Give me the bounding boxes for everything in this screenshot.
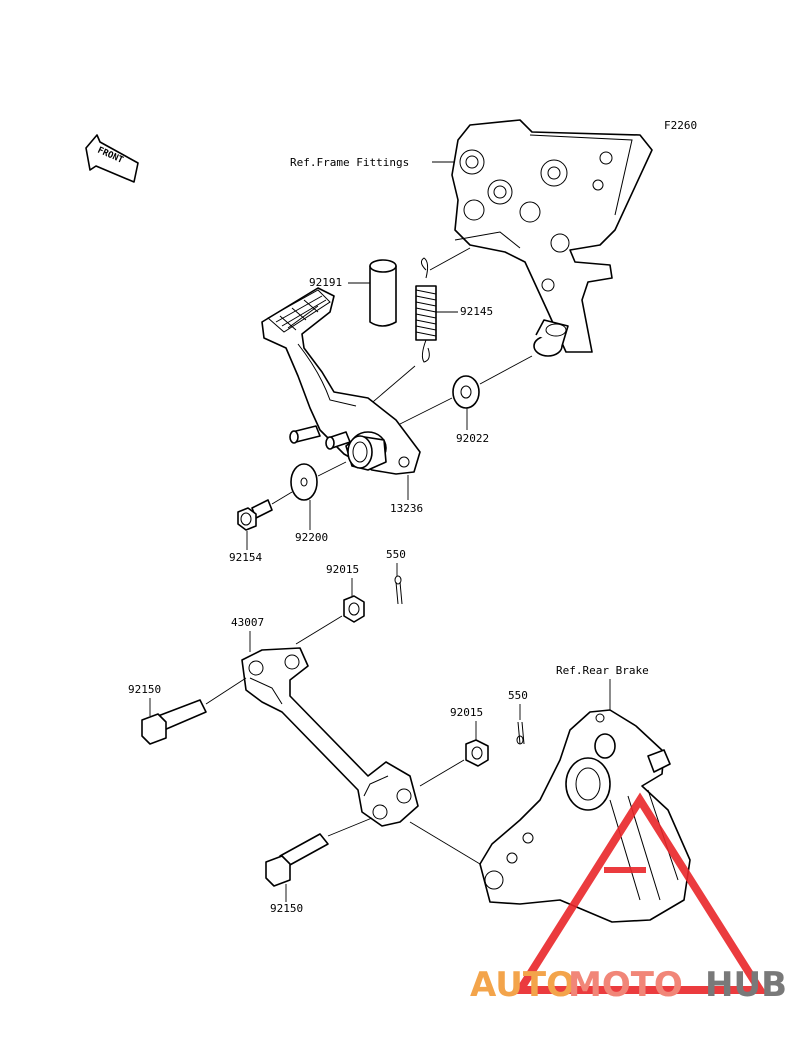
bolt-92150-a [141, 699, 207, 745]
watermark-triangle-icon [512, 792, 768, 994]
part-92150-b: 92150 [270, 902, 303, 915]
brake-rod-43007 [241, 647, 419, 827]
part-43007: 43007 [231, 616, 264, 629]
sleeve-92191 [369, 259, 397, 327]
frame-fitting [451, 119, 653, 357]
watermark-hub: HUB [705, 965, 787, 1005]
part-92191: 92191 [309, 276, 342, 289]
part-92150-a: 92150 [128, 683, 161, 696]
spring-92145 [415, 257, 437, 363]
cotter-pin-550-a [394, 575, 403, 605]
part-550-b: 550 [508, 689, 528, 702]
washer-92022 [452, 375, 480, 409]
watermark-logo: AUTO MOTO HUB [470, 792, 787, 1005]
watermark-auto: AUTO [470, 965, 575, 1005]
washer-92200 [290, 463, 318, 501]
ref-frame-label: Ref.Frame Fittings [290, 156, 409, 169]
part-92145: 92145 [460, 305, 493, 318]
bolt-92150-b [265, 833, 329, 887]
nut-92015-b [465, 739, 489, 767]
part-92154: 92154 [229, 551, 262, 564]
ref-brake-label: Ref.Rear Brake [556, 664, 649, 677]
nut-92015-a [343, 595, 365, 623]
part-92022: 92022 [456, 432, 489, 445]
part-92015-a: 92015 [326, 563, 359, 576]
part-550-a: 550 [386, 548, 406, 561]
watermark-moto: MOTO [568, 965, 683, 1005]
front-arrow-icon: FRONT [85, 134, 139, 183]
bolt-92154 [237, 499, 273, 531]
cotter-pin-550-b [516, 721, 525, 745]
part-92015-b: 92015 [450, 706, 483, 719]
diagram-code: F2260 [664, 119, 697, 132]
part-13236: 13236 [390, 502, 423, 515]
brake-pedal [261, 287, 421, 475]
part-92200: 92200 [295, 531, 328, 544]
